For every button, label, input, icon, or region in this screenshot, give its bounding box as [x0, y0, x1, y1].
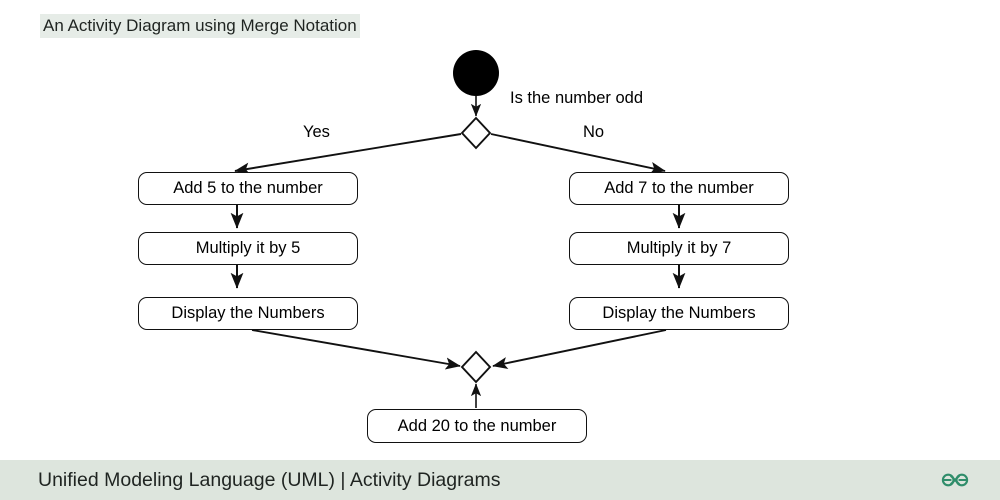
guard-label-no: No: [583, 123, 605, 141]
action-node-right-add[interactable]: Add 7 to the number: [569, 172, 789, 205]
gfg-logo-icon: [941, 473, 969, 487]
activity-diagram-canvas: Is the number odd Yes No Add 5 to the nu…: [138, 50, 789, 443]
footer-caption: Unified Modeling Language (UML) | Activi…: [38, 468, 501, 491]
diagram-edges-svg: [230, 50, 686, 408]
edge-right-display-to-merge: [492, 329, 667, 370]
action-node-left-multiply[interactable]: Multiply it by 5: [138, 232, 358, 265]
action-node-final-add-20[interactable]: Add 20 to the number: [367, 409, 587, 443]
edge-left-display-to-merge: [251, 329, 461, 370]
action-node-right-multiply[interactable]: Multiply it by 7: [569, 232, 789, 265]
decision-question-label: Is the number odd: [510, 89, 643, 107]
geeksforgeeks-logo: [938, 468, 972, 492]
guard-label-yes: Yes: [303, 123, 330, 141]
edge-decision-yes: [234, 133, 462, 175]
edge-decision-no: [490, 133, 666, 174]
initial-node-circle: [453, 50, 499, 96]
page-title: An Activity Diagram using Merge Notation: [40, 14, 360, 38]
merge-node-diamond: [460, 350, 492, 384]
action-node-right-display[interactable]: Display the Numbers: [569, 297, 789, 330]
decision-node-diamond: [460, 116, 492, 150]
footer-bar: Unified Modeling Language (UML) | Activi…: [0, 460, 1000, 500]
action-node-left-display[interactable]: Display the Numbers: [138, 297, 358, 330]
action-node-left-add[interactable]: Add 5 to the number: [138, 172, 358, 205]
